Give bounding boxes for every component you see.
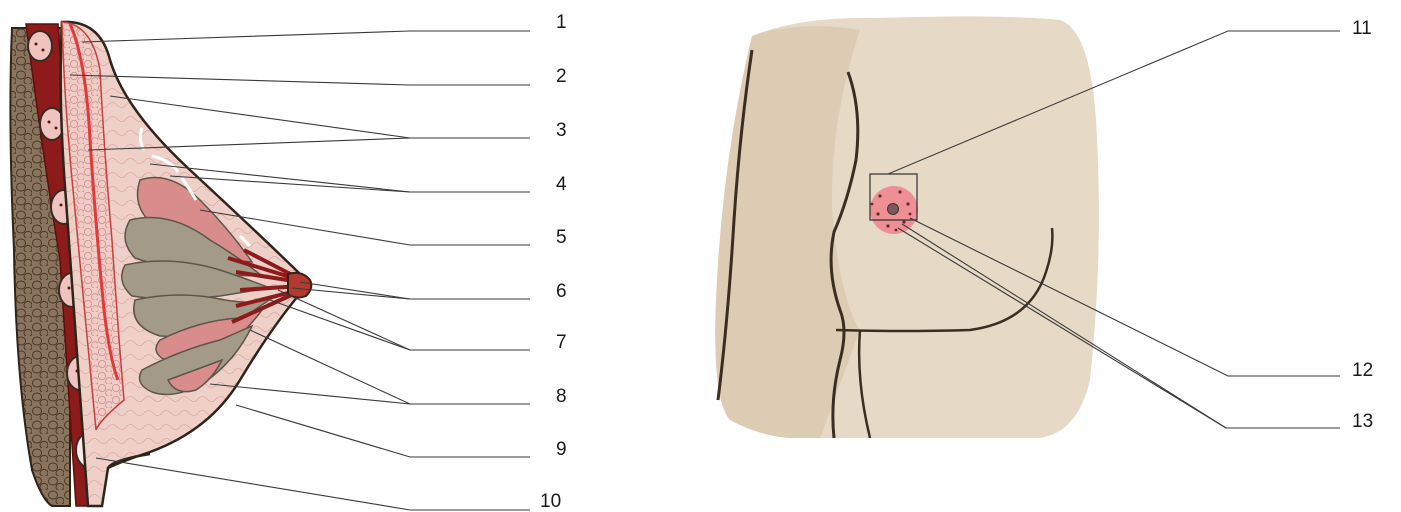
label-1: 1	[556, 12, 567, 33]
label-10: 10	[540, 491, 561, 512]
label-8: 8	[556, 386, 567, 407]
label-4: 4	[556, 174, 567, 195]
label-7: 7	[556, 332, 567, 353]
label-13: 13	[1352, 411, 1373, 432]
label-2: 2	[556, 66, 567, 87]
labels-left: 1 2 3 4 5 6 7 8 9 10	[540, 12, 567, 512]
cross-section	[10, 22, 311, 506]
label-9: 9	[556, 439, 567, 460]
label-6: 6	[556, 281, 567, 302]
label-3: 3	[556, 120, 567, 141]
label-12: 12	[1352, 360, 1373, 381]
nipple-section	[288, 273, 311, 298]
nipple	[888, 204, 899, 215]
areola	[870, 186, 918, 234]
labels-right: 11 12 13	[1352, 18, 1373, 432]
label-5: 5	[556, 227, 567, 248]
label-11: 11	[1352, 18, 1372, 39]
